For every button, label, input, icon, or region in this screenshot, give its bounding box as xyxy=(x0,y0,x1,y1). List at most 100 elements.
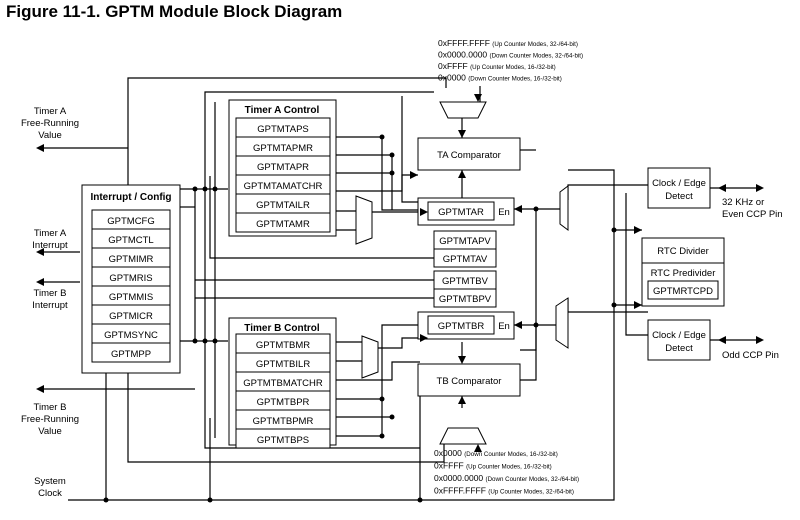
timer-a-register-gptmtaps: GPTMTAPS xyxy=(257,124,309,135)
timer-a-register-gptmtamr: GPTMTAMR xyxy=(256,219,310,230)
wires xyxy=(68,77,648,501)
svg-text:GPTMTBV: GPTMTBV xyxy=(442,276,489,287)
gptmtar-enable: En xyxy=(498,207,510,218)
timer-b-control-block: Timer B Control GPTMTBMRGPTMTBILRGPTMTBM… xyxy=(228,317,337,449)
timer-b-register-box xyxy=(235,428,331,449)
svg-text:Value: Value xyxy=(38,426,62,437)
timer-b-free-running-label: Timer B Free-Running Value xyxy=(21,402,79,437)
svg-text:Detect: Detect xyxy=(665,343,693,354)
timer-a-control-block: Timer A Control GPTMTAPSGPTMTAPMRGPTMTAP… xyxy=(228,99,337,237)
interrupt-config-register-gptmicr: GPTMICR xyxy=(109,311,153,322)
timer-a-mux xyxy=(355,195,373,245)
timer-b-register-gptmtbmatchr: GPTMTBMATCHR xyxy=(243,378,323,389)
timer-a-register-gptmtapr: GPTMTAPR xyxy=(257,162,309,173)
interrupt-config-block: Interrupt / Config GPTMCFG GPTMCTL GPTMIMR… xyxy=(81,184,181,374)
gptmrtcpd-register: GPTMRTCPD xyxy=(653,286,713,297)
svg-text:Timer A: Timer A xyxy=(34,106,67,117)
upper-mux xyxy=(439,101,487,119)
top-counter-value-0: 0xFFFF.FFFF (Up Counter Modes, 32-/64-bi… xyxy=(438,38,578,48)
lower-mux xyxy=(439,427,487,445)
pin-a-label: 32 KHz or Even CCP Pin xyxy=(722,197,783,220)
interrupt-config-header: Interrupt / Config xyxy=(90,192,171,203)
svg-text:System: System xyxy=(34,476,66,487)
left-arrows xyxy=(36,144,195,393)
svg-text:GPTMTAPV: GPTMTAPV xyxy=(439,236,491,247)
interrupt-config-register-gptmcfg: GPTMCFG xyxy=(107,216,155,227)
gptmtbv-register: GPTMTBV xyxy=(433,270,497,290)
svg-text:Timer B: Timer B xyxy=(34,288,67,299)
svg-text:Value: Value xyxy=(38,130,62,141)
rtc-predivider-label: RTC Predivider xyxy=(651,268,716,279)
gptmtar-register: GPTMTAR xyxy=(438,207,484,218)
pin-b-label: Odd CCP Pin xyxy=(722,350,779,361)
svg-text:Even CCP Pin: Even CCP Pin xyxy=(722,209,783,220)
gptmtar-block: GPTMTAR En xyxy=(417,197,515,226)
interrupt-config-register-gptmmis: GPTMMIS xyxy=(109,292,153,303)
interrupt-config-register-gptmctl: GPTMCTL xyxy=(108,235,153,246)
arrowheads xyxy=(410,94,764,452)
system-clock-label: System Clock xyxy=(34,476,66,499)
timer-b-register-gptmtbpr: GPTMTBPR xyxy=(257,397,310,408)
figure-title: Figure 11-1. GPTM Module Block Diagram xyxy=(6,2,342,21)
top-counter-values: 0xFFFF.FFFF (Up Counter Modes, 32-/64-bi… xyxy=(438,38,583,83)
clock-edge-detect-a: Clock / Edge Detect xyxy=(647,167,711,209)
timer-a-register-gptmtamatchr: GPTMTAMATCHR xyxy=(244,181,323,192)
svg-text:TA Comparator: TA Comparator xyxy=(437,150,501,161)
interrupt-config-registers: GPTMCFG GPTMCTL GPTMIMR GPTMRIS GPTMMIS GPTMI… xyxy=(91,209,171,363)
interrupt-config-register-gptmsync: GPTMSYNC xyxy=(104,330,158,341)
svg-text:Timer B: Timer B xyxy=(34,402,67,413)
timer-b-interrupt-label: Timer B Interrupt xyxy=(32,288,68,311)
gptmtbr-enable: En xyxy=(498,321,510,332)
svg-text:Clock / Edge: Clock / Edge xyxy=(652,178,706,189)
gptmtapv-register: GPTMTAPV xyxy=(433,230,497,250)
bottom-counter-values: 0x0000 (Down Counter Modes, 16-/32-bit) 0… xyxy=(434,448,579,496)
gptmtav-register: GPTMTAV xyxy=(433,248,497,268)
top-counter-value-1: 0x0000.0000 (Down Counter Modes, 32-/64-… xyxy=(438,50,583,60)
svg-text:GPTMTAV: GPTMTAV xyxy=(443,254,488,265)
svg-text:Clock / Edge: Clock / Edge xyxy=(652,330,706,341)
timer-a-register-gptmtailr: GPTMTAILR xyxy=(256,200,310,211)
gptmtbr-register: GPTMTBR xyxy=(438,321,485,332)
timer-b-register-gptmtbilr: GPTMTBILR xyxy=(256,359,311,370)
timer-b-control-header: Timer B Control xyxy=(244,323,320,334)
svg-text:32 KHz or: 32 KHz or xyxy=(722,197,764,208)
svg-text:Free-Running: Free-Running xyxy=(21,118,79,129)
clock-edge-detect-b: Clock / Edge Detect xyxy=(647,319,711,361)
tb-comparator: TB Comparator xyxy=(417,363,521,397)
bottom-counter-value-3: 0xFFFF.FFFF (Up Counter Modes, 32-/64-bi… xyxy=(434,486,574,496)
bottom-counter-value-0: 0x0000 (Down Counter Modes, 16-/32-bit) xyxy=(434,448,558,458)
svg-text:Timer A: Timer A xyxy=(34,228,67,239)
timer-a-interrupt-label: Timer A Interrupt xyxy=(32,228,68,251)
gptmtbr-block: GPTMTBR En xyxy=(417,311,515,340)
interrupt-config-register-gptmimr: GPTMIMR xyxy=(109,254,154,265)
timer-b-register-gptmtbmr: GPTMTBMR xyxy=(256,340,310,351)
svg-text:Interrupt: Interrupt xyxy=(32,300,68,311)
svg-text:Detect: Detect xyxy=(665,191,693,202)
rtc-divider-block: RTC Divider RTC Predivider GPTMRTCPD xyxy=(641,237,725,307)
gptmtbpv-register: GPTMTBPV xyxy=(433,288,497,308)
timer-b-mux xyxy=(361,335,379,379)
svg-text:Free-Running: Free-Running xyxy=(21,414,79,425)
timer-a-register-gptmtapmr: GPTMTAPMR xyxy=(253,143,313,154)
clock-mux-b xyxy=(555,297,569,349)
interrupt-config-register-gptmris: GPTMRIS xyxy=(109,273,152,284)
timer-a-registers: GPTMTAPS GPTMTAPMR GPTMTAPR GPTMTAMATCHR GPT… xyxy=(235,117,331,233)
interrupt-config-register-box xyxy=(91,342,171,363)
rtc-divider-label: RTC Divider xyxy=(657,246,709,257)
timer-b-register-gptmtbpmr: GPTMTBPMR xyxy=(253,416,314,427)
svg-text:GPTMTBPV: GPTMTBPV xyxy=(439,294,492,305)
bottom-counter-value-1: 0xFFFF (Up Counter Modes, 16-/32-bit) xyxy=(434,461,552,471)
timer-b-register-gptmtbps: GPTMTBPS xyxy=(257,435,309,446)
svg-text:Interrupt: Interrupt xyxy=(32,240,68,251)
svg-text:TB Comparator: TB Comparator xyxy=(437,376,502,387)
bottom-counter-value-2: 0x0000.0000 (Down Counter Modes, 32-/64-… xyxy=(434,473,579,483)
ta-comparator: TA Comparator xyxy=(417,137,521,171)
top-counter-value-2: 0xFFFF (Up Counter Modes, 16-/32-bit) xyxy=(438,61,556,71)
multiplexers xyxy=(355,101,569,445)
timer-a-control-header: Timer A Control xyxy=(245,105,320,116)
junction-dots xyxy=(103,134,617,503)
top-counter-value-3: 0x0000 (Down Counter Modes, 16-/32-bit) xyxy=(438,73,562,83)
timer-b-registers: GPTMTBMR GPTMTBILR GPTMTBMATCHR GPTMTBPR GPT… xyxy=(235,333,331,449)
timer-a-register-box xyxy=(235,212,331,233)
